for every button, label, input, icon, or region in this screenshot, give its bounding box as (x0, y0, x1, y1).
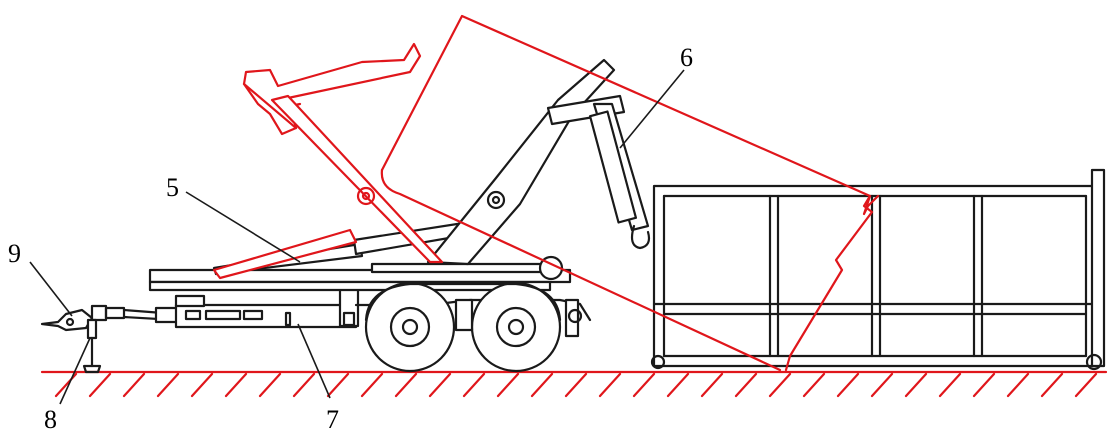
hatch-mark (938, 372, 962, 398)
hatch-mark (224, 372, 248, 398)
container-box (650, 168, 1106, 371)
hatch-mark (802, 372, 826, 398)
hatch-mark (1074, 372, 1098, 398)
hatch-mark (564, 372, 588, 398)
rear-axle-wheels (364, 281, 562, 373)
hatch-mark (632, 372, 656, 398)
hook-arm (426, 58, 651, 266)
deck-platform (148, 255, 572, 292)
callout-9: 9 (8, 239, 21, 268)
leader-lines (29, 69, 685, 405)
hatch-mark (904, 372, 928, 398)
leader-5 (185, 191, 301, 263)
hatch-mark (598, 372, 622, 398)
leader-7 (297, 323, 331, 399)
hitch-coupling (40, 304, 182, 332)
hatch-mark (428, 372, 452, 398)
ground-hatching (54, 372, 1098, 398)
hatch-mark (258, 372, 282, 398)
leader-9 (29, 261, 73, 317)
hatch-mark (190, 372, 214, 398)
callout-8: 8 (44, 405, 57, 433)
hatch-mark (530, 372, 554, 398)
hatch-mark (836, 372, 860, 398)
hatch-mark (666, 372, 690, 398)
hatch-mark (122, 372, 146, 398)
callout-7: 7 (326, 405, 339, 433)
hatch-mark (972, 372, 996, 398)
support-jack (82, 318, 102, 374)
hatch-mark (1040, 372, 1064, 398)
hatch-mark (394, 372, 418, 398)
hatch-mark (292, 372, 316, 398)
hatch-mark (1006, 372, 1030, 398)
hatch-mark (700, 372, 724, 398)
callout-6: 6 (680, 43, 693, 72)
hatch-mark (768, 372, 792, 398)
hatch-mark (326, 372, 350, 398)
hatch-mark (496, 372, 520, 398)
hatch-mark (88, 372, 112, 398)
leader-6 (619, 69, 685, 149)
ground (40, 370, 1108, 398)
hatch-mark (462, 372, 486, 398)
hatch-mark (156, 372, 180, 398)
trailer-frame (174, 284, 592, 338)
leader-8 (59, 337, 91, 405)
hatch-mark (360, 372, 384, 398)
trailer-body (40, 58, 651, 374)
tipping-position-outline (212, 14, 880, 372)
hatch-mark (870, 372, 894, 398)
callout-5: 5 (166, 173, 179, 202)
hatch-mark (734, 372, 758, 398)
callout-labels: 5 6 7 8 9 (8, 43, 693, 433)
